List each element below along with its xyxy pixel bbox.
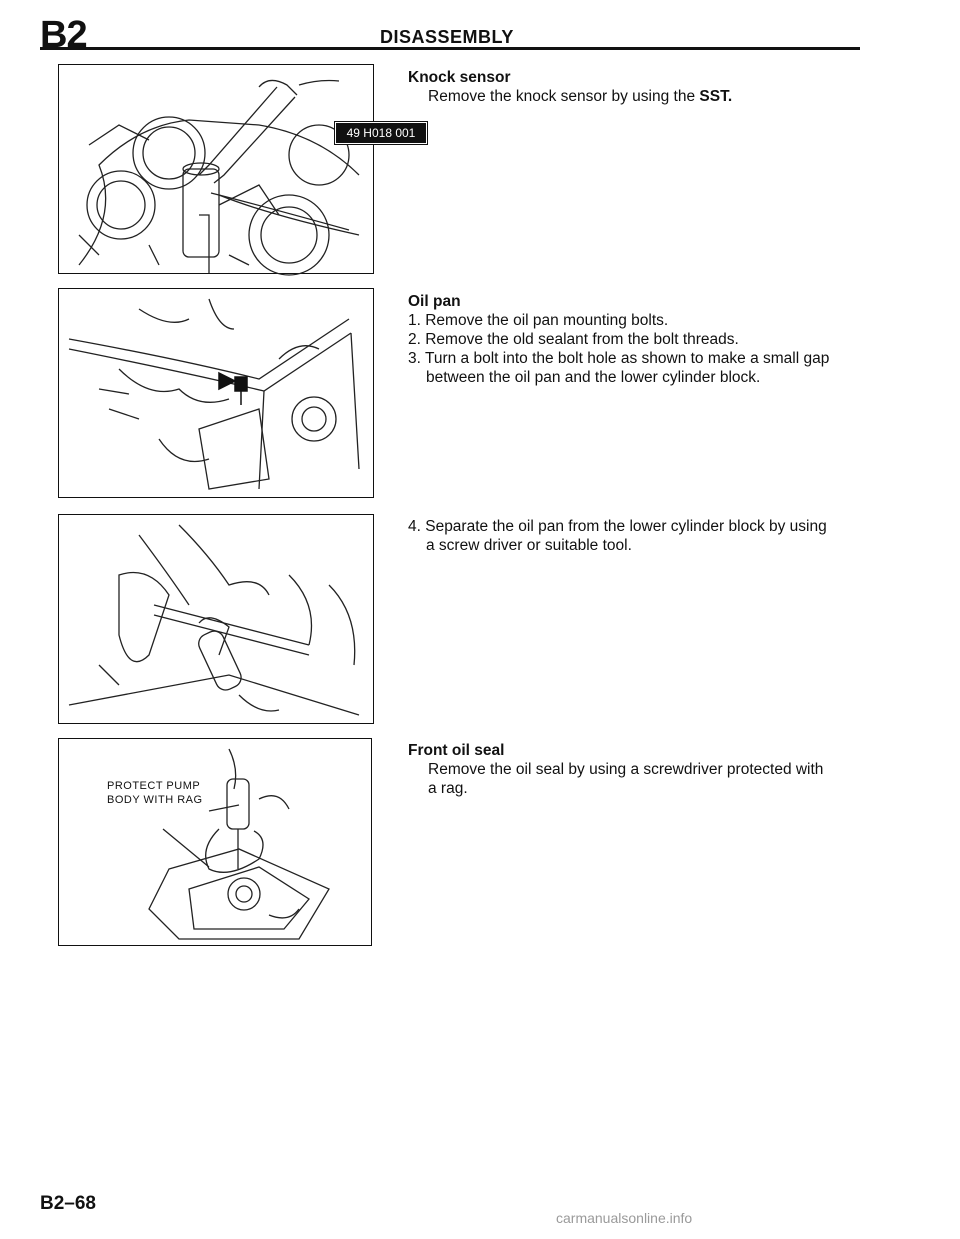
sst-part-number-label: 49 H018 001 [334,121,428,145]
protect-pump-label: PROTECT PUMP BODY WITH RAG [107,779,203,807]
front-oil-seal-illustration [148,748,330,940]
page-number: B2–68 [40,1193,96,1214]
figure-front-oil-seal: PROTECT PUMP BODY WITH RAG [58,738,372,946]
section-oil-pan-step-4: 4. Separate the oil pan from the lower c… [408,517,863,555]
figure-knock-sensor: 49 H018 001 [58,64,428,276]
front-oil-seal-line2: a rag. [428,780,468,797]
oil-pan-step-1: 1. Remove the oil pan mounting bolts. [408,312,669,329]
section-knock-sensor: Knock sensor Remove the knock sensor by … [408,68,863,106]
watermark: carmanualsonline.info [556,1210,693,1226]
figure-separate-oil-pan [58,514,374,724]
knock-sensor-illustration [78,79,360,276]
front-oil-seal-heading: Front oil seal [408,742,505,759]
page-title: DISASSEMBLY [380,27,514,47]
protect-pump-label-line1: PROTECT PUMP [107,780,201,792]
knock-sensor-heading: Knock sensor [408,69,511,86]
knock-sensor-text: Remove the knock sensor by using the [428,88,700,105]
figure-oil-pan-bolts [58,288,374,498]
knock-sensor-instruction: Remove the knock sensor by using the SST… [408,87,863,106]
oil-pan-step-4-line1: 4. Separate the oil pan from the lower c… [408,518,827,535]
section-front-oil-seal: Front oil seal Remove the oil seal by us… [408,741,863,798]
header-divider [40,47,860,50]
front-oil-seal-line1: Remove the oil seal by using a screwdriv… [428,761,824,778]
oil-pan-step-3-line2: between the oil pan and the lower cylind… [426,369,761,386]
separate-oil-pan-illustration [68,524,360,716]
oil-pan-step-2: 2. Remove the old sealant from the bolt … [408,331,739,348]
oil-pan-step-4-line2: a screw driver or suitable tool. [426,537,632,554]
protect-pump-label-line2: BODY WITH RAG [107,794,203,806]
sst-reference: SST. [699,88,733,105]
section-code: B2 [40,14,88,56]
oil-pan-bolt-illustration [68,298,360,490]
oil-pan-step-3: 3. Turn a bolt into the bolt hole as sho… [408,349,863,387]
oil-pan-step-3-line1: 3. Turn a bolt into the bolt hole as sho… [408,350,830,367]
section-oil-pan: Oil pan 1. Remove the oil pan mounting b… [408,292,863,387]
oil-pan-heading: Oil pan [408,293,461,310]
